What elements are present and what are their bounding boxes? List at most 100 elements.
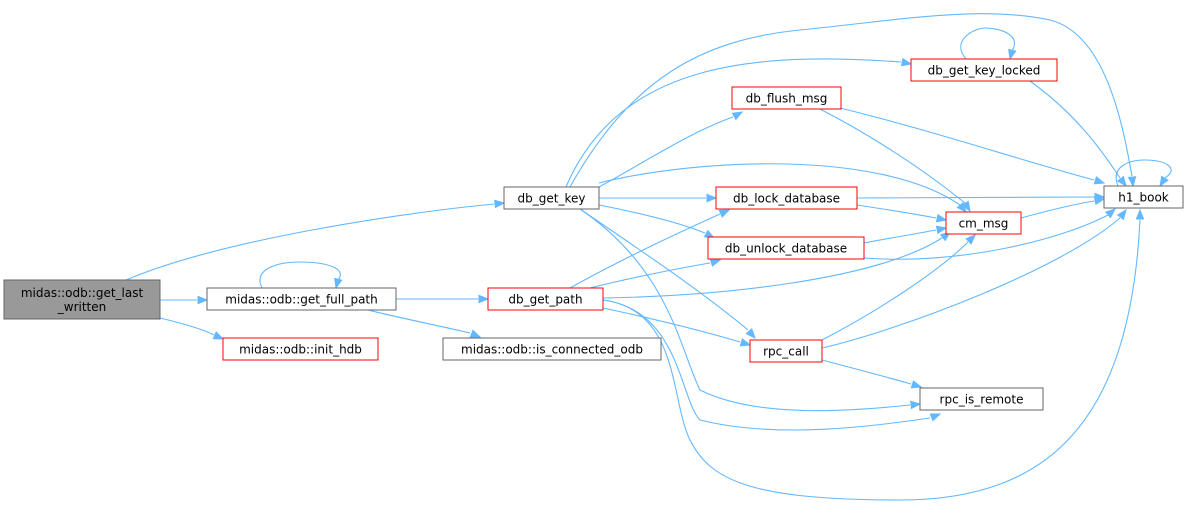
edge-line <box>598 163 961 206</box>
edge-db_get_key-to-h1_book <box>569 13 1137 188</box>
arrowhead <box>900 57 913 67</box>
node-is-connected-odb[interactable]: midas::odb::is_connected_odb <box>442 337 662 361</box>
node-box[interactable] <box>487 287 604 311</box>
edge-db_get_path-to-rpc_is_remote <box>602 299 942 431</box>
node-label: midas::odb::get_full_path <box>225 293 377 307</box>
edge-line <box>589 262 711 289</box>
edge-line <box>602 307 741 343</box>
node-db-flush-msg[interactable]: db_flush_msg <box>731 86 842 110</box>
edge-line <box>856 196 1095 199</box>
arrowhead <box>1127 176 1137 188</box>
edge-root-to-init_hdb <box>159 317 225 340</box>
edge-db_unlock_database-to-h1_book <box>863 208 1117 260</box>
node-get-full-path[interactable]: midas::odb::get_full_path <box>206 287 397 311</box>
edge-line <box>367 309 471 334</box>
node-box[interactable] <box>222 337 379 361</box>
edge-line <box>602 299 931 431</box>
arrowhead <box>494 199 506 209</box>
edge-line <box>1115 159 1172 187</box>
edge-line <box>863 214 1109 260</box>
node-box[interactable] <box>3 279 161 320</box>
edge-db_get_key-to-db_flush_msg <box>598 111 744 188</box>
edge-db_get_key_locked-to-db_get_key_locked <box>960 27 1017 61</box>
edge-get_full_path-to-is_connected_odb <box>367 309 482 338</box>
node-db-get-path[interactable]: db_get_path <box>487 287 604 311</box>
node-label: cm_msg <box>959 217 1009 231</box>
edge-line <box>821 217 1121 349</box>
edges-layer <box>125 13 1172 501</box>
arrowhead <box>935 213 948 223</box>
edge-line <box>1020 200 1095 219</box>
node-box[interactable] <box>945 211 1022 235</box>
edge-line <box>579 208 911 412</box>
node-cm-msg[interactable]: cm_msg <box>945 211 1022 235</box>
node-label: db_get_key <box>518 192 586 206</box>
node-label: _written <box>57 300 106 314</box>
arrowhead <box>910 400 922 410</box>
node-label: rpc_is_remote <box>940 393 1024 407</box>
arrowhead <box>745 327 756 340</box>
node-box[interactable] <box>707 236 865 260</box>
node-label: db_get_key_locked <box>928 64 1041 78</box>
node-root[interactable]: midas::odb::get_last_written <box>3 279 161 320</box>
node-h1-book[interactable]: h1_book <box>1103 185 1184 209</box>
arrowhead <box>965 234 976 245</box>
node-label: rpc_call <box>763 345 809 359</box>
arrowhead <box>731 111 744 121</box>
arrowhead <box>910 380 923 389</box>
node-rpc-call[interactable]: rpc_call <box>749 339 823 363</box>
edge-line <box>863 229 937 244</box>
node-box[interactable] <box>715 186 858 210</box>
node-label: midas::odb::is_connected_odb <box>461 343 643 357</box>
edge-rpc_call-to-h1_book <box>821 208 1127 349</box>
edge-line <box>598 116 734 188</box>
edge-db_get_path-to-h1_book <box>602 208 1145 501</box>
arrowhead <box>739 338 752 347</box>
arrowhead <box>1104 208 1117 219</box>
edge-h1_book-to-h1_book <box>1115 159 1172 188</box>
edge-line <box>159 317 215 336</box>
arrowhead <box>1135 208 1145 220</box>
node-init-hdb[interactable]: midas::odb::init_hdb <box>222 337 379 361</box>
edge-get_full_path-to-get_full_path <box>259 261 343 290</box>
edge-line <box>1029 80 1121 179</box>
node-db-lock-database[interactable]: db_lock_database <box>715 186 858 210</box>
arrowhead <box>1116 175 1127 188</box>
node-rpc-is-remote[interactable]: rpc_is_remote <box>919 387 1044 411</box>
edge-db_flush_msg-to-cm_msg <box>819 108 971 213</box>
node-box[interactable] <box>442 337 662 361</box>
arrowhead <box>212 331 225 340</box>
node-db-get-key[interactable]: db_get_key <box>503 186 600 210</box>
node-db-get-key-locked[interactable]: db_get_key_locked <box>910 58 1058 82</box>
edge-line <box>839 107 1095 181</box>
node-box[interactable] <box>1103 185 1184 209</box>
arrowhead <box>1008 48 1017 61</box>
node-box[interactable] <box>206 287 397 311</box>
node-box[interactable] <box>910 58 1058 82</box>
edge-db_get_key-to-rpc_call <box>579 208 756 340</box>
edge-db_get_key_locked-to-h1_book <box>1029 80 1127 188</box>
node-box[interactable] <box>503 186 600 210</box>
edge-line <box>125 203 495 281</box>
arrowhead <box>961 200 971 213</box>
edge-get_full_path-to-db_get_path <box>396 294 490 304</box>
arrowhead <box>1116 208 1127 221</box>
edge-db_get_key-to-db_get_key_locked <box>565 57 913 188</box>
node-label: midas::odb::get_last <box>21 286 144 300</box>
node-db-unlock-database[interactable]: db_unlock_database <box>707 236 865 260</box>
arrowhead <box>478 294 490 304</box>
edge-line <box>569 13 1133 188</box>
edge-line <box>821 359 912 385</box>
node-label: db_get_path <box>508 293 582 307</box>
edge-line <box>602 219 1141 501</box>
arrowhead <box>718 209 731 218</box>
arrowhead <box>469 329 482 338</box>
node-box[interactable] <box>919 387 1044 411</box>
node-box[interactable] <box>749 339 823 363</box>
node-box[interactable] <box>731 86 842 110</box>
edge-db_get_path-to-db_unlock_database <box>589 258 722 289</box>
arrowhead <box>935 225 948 235</box>
edge-db_get_path-to-rpc_call <box>602 307 752 347</box>
node-label: db_flush_msg <box>746 92 828 106</box>
